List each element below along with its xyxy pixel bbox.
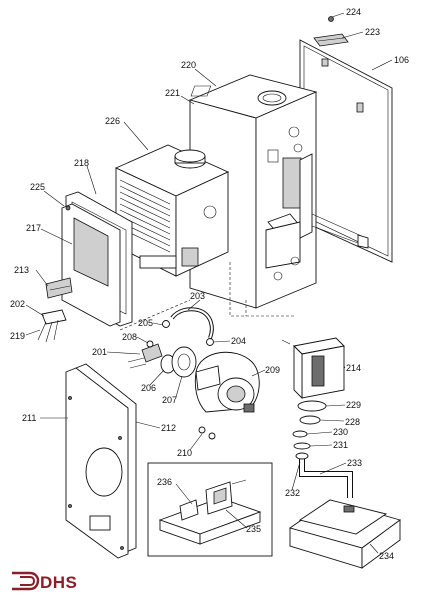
- label-236: 236: [157, 477, 172, 487]
- label-211: 211: [22, 413, 36, 423]
- washer-228: [299, 415, 321, 425]
- seal-229: [297, 400, 327, 412]
- label-225: 225: [30, 182, 45, 192]
- label-228: 228: [345, 417, 360, 427]
- screw-225: [65, 205, 71, 211]
- label-210: 210: [177, 448, 192, 458]
- control-box-inset: [147, 462, 273, 557]
- heat-exchanger-226: [114, 144, 230, 277]
- label-106: 106: [394, 55, 409, 65]
- label-224: 224: [346, 7, 361, 17]
- label-201: 201: [92, 347, 107, 357]
- label-218: 218: [74, 158, 89, 168]
- label-233: 233: [347, 458, 362, 468]
- label-209: 209: [265, 365, 280, 375]
- label-203: 203: [190, 291, 205, 301]
- label-234: 234: [379, 551, 394, 561]
- gasket-207: [171, 346, 197, 378]
- part-labels: 224 223 106 220 221 226 218 225 217 213 …: [10, 7, 409, 561]
- label-202: 202: [10, 299, 25, 309]
- gas-hose-203: [170, 307, 214, 339]
- electrode-bracket-213: [45, 277, 73, 299]
- label-232: 232: [285, 488, 300, 498]
- clip-204: [206, 338, 214, 346]
- screws-210: [198, 426, 216, 440]
- screw-224: [328, 16, 334, 22]
- dhs-logo: DHS: [12, 571, 77, 592]
- gas-valve-201: [127, 343, 163, 369]
- bracket-223: [313, 33, 349, 47]
- electrode-202: [37, 309, 67, 343]
- label-214: 214: [346, 363, 361, 373]
- pipe-bend-232: [295, 452, 309, 460]
- label-229: 229: [346, 400, 361, 410]
- clip-205: [162, 320, 170, 328]
- label-230: 230: [333, 427, 348, 437]
- logo-text: DHS: [40, 573, 77, 592]
- inner-frame-217: [61, 203, 121, 327]
- label-208: 208: [122, 332, 137, 342]
- label-212: 212: [161, 423, 176, 433]
- front-cover-211: [65, 367, 129, 559]
- label-221: 221: [165, 88, 180, 98]
- label-231: 231: [333, 440, 348, 450]
- fan-assembly-209: [194, 351, 260, 413]
- label-219: 219: [10, 331, 25, 341]
- label-226: 226: [105, 116, 120, 126]
- label-204: 204: [231, 336, 246, 346]
- label-223: 223: [365, 27, 380, 37]
- label-220: 220: [181, 60, 196, 70]
- label-205: 205: [138, 318, 153, 328]
- label-206: 206: [141, 383, 156, 393]
- pressure-switch-214: [281, 337, 345, 400]
- label-235: 235: [246, 524, 261, 534]
- o-ring-230: [292, 430, 308, 438]
- label-207: 207: [162, 395, 177, 405]
- label-217: 217: [26, 223, 41, 233]
- condensate-pipe-233: [299, 456, 353, 498]
- connector-208: [146, 340, 154, 348]
- leader-lines: [25, 12, 393, 554]
- label-213: 213: [14, 265, 29, 275]
- o-ring-231: [293, 442, 311, 450]
- condensate-pump-234: [288, 499, 402, 569]
